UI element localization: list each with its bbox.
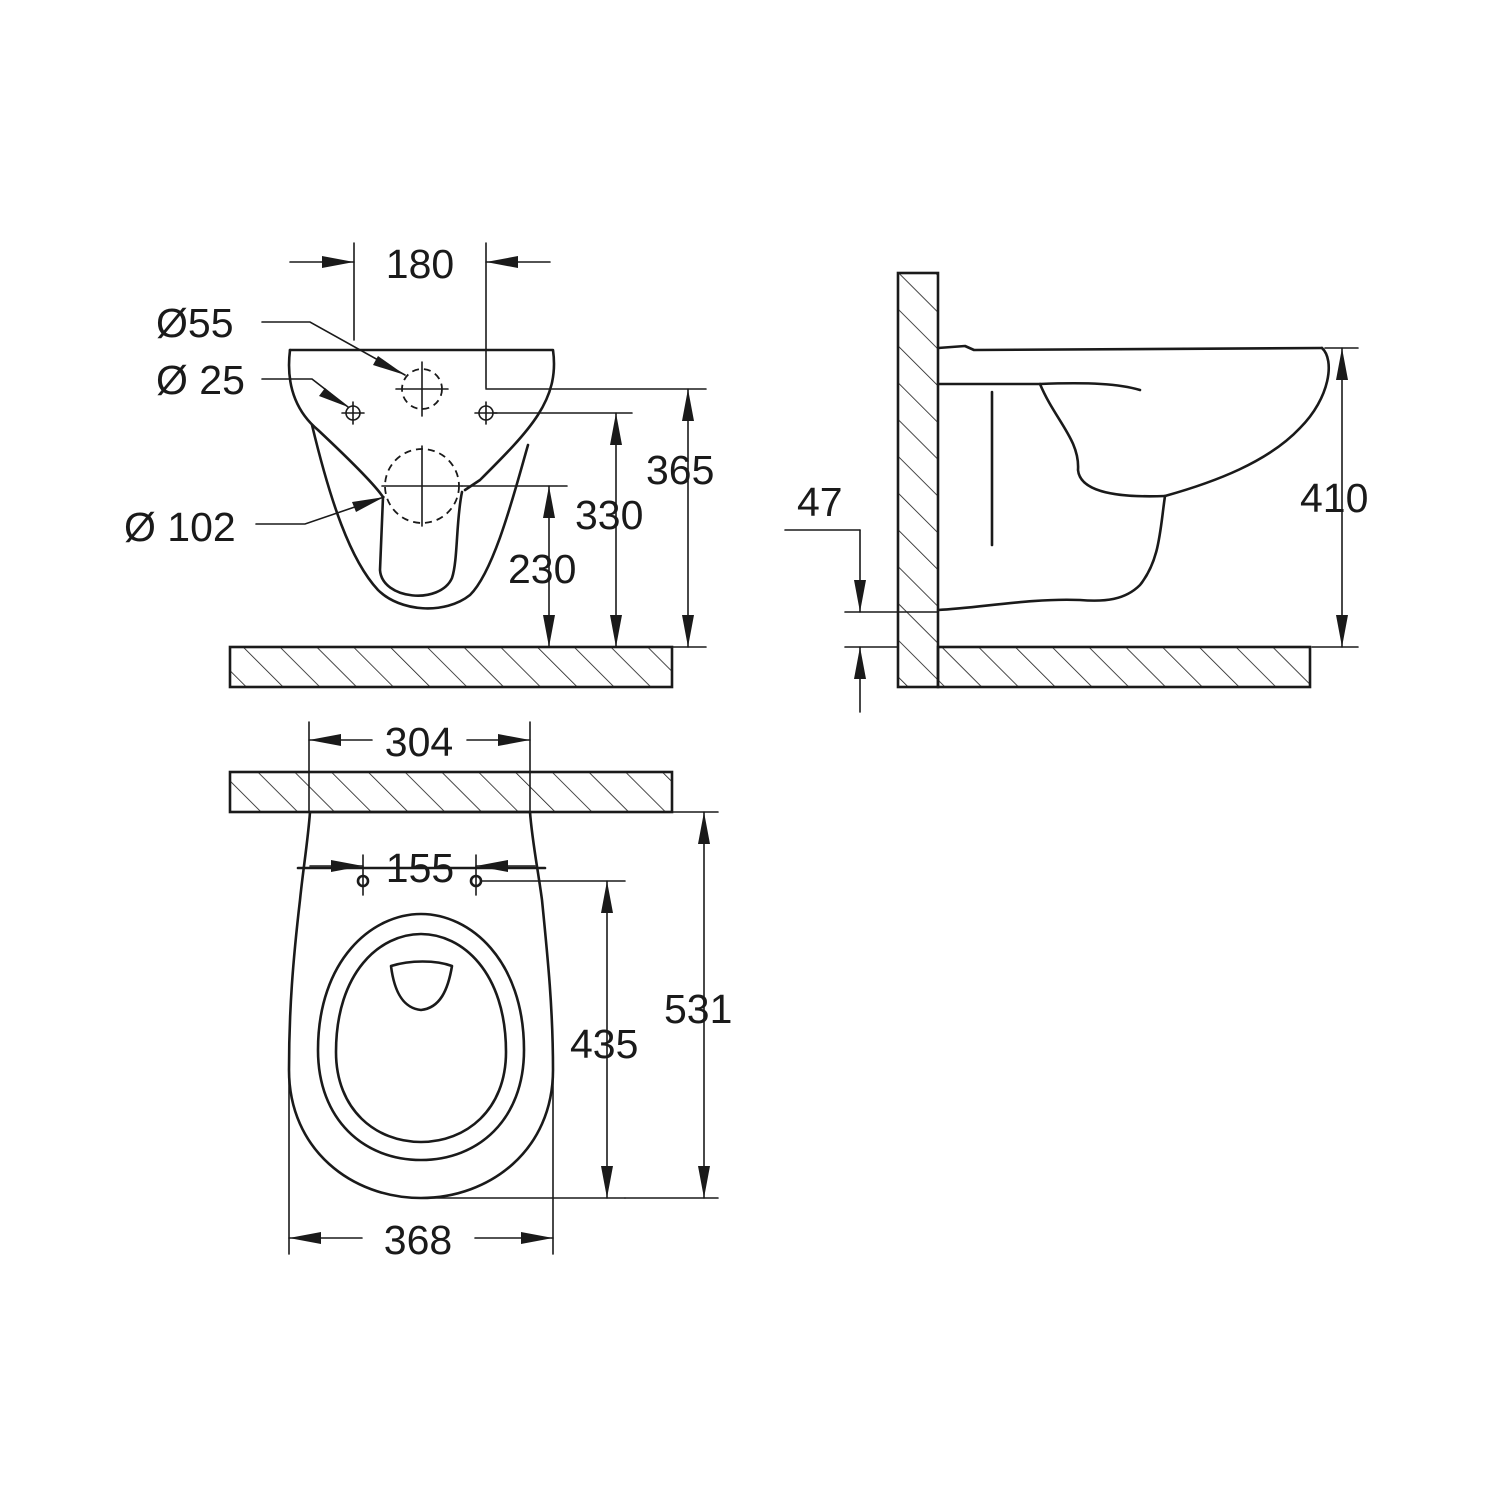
front-bowl-body [310,423,530,610]
front-outlet [378,490,464,597]
dim-230: 230 [508,546,576,592]
side-rim-line [936,381,1142,392]
dim-410: 410 [1300,475,1368,521]
top-seat-outer [316,912,526,1162]
front-bowl-rim [287,348,385,499]
side-trap [1038,382,1167,498]
dim-47: 47 [797,479,843,525]
top-seat-inner [334,932,508,1144]
front-view: 180 Ø55 Ø 25 Ø 102 365 330 230 [124,241,714,689]
dim-180: 180 [386,241,454,287]
side-bowl-underside [936,494,1167,612]
dim-531: 531 [664,986,732,1032]
dim-368: 368 [384,1217,452,1263]
dim-330: 330 [575,492,643,538]
dim-435: 435 [570,1021,638,1067]
wall-hatch-top [228,770,674,814]
dim-155: 155 [386,845,454,891]
wall-hatch [896,271,940,689]
dim-dia-102: Ø 102 [124,504,236,550]
floor-hatch-side [936,645,1312,689]
top-bowl-opening [389,960,454,1012]
side-view: 410 47 [784,271,1368,713]
side-bowl-front [1163,346,1330,498]
dim-dia-55: Ø55 [156,300,234,346]
floor-hatch-front [228,645,674,689]
dim-365: 365 [646,447,714,493]
top-view: 304 155 435 531 368 [228,719,732,1263]
dim-dia-25: Ø 25 [156,357,245,403]
dim-304: 304 [385,719,453,765]
side-bowl-top [936,344,1324,352]
front-bowl-outline [288,348,556,492]
